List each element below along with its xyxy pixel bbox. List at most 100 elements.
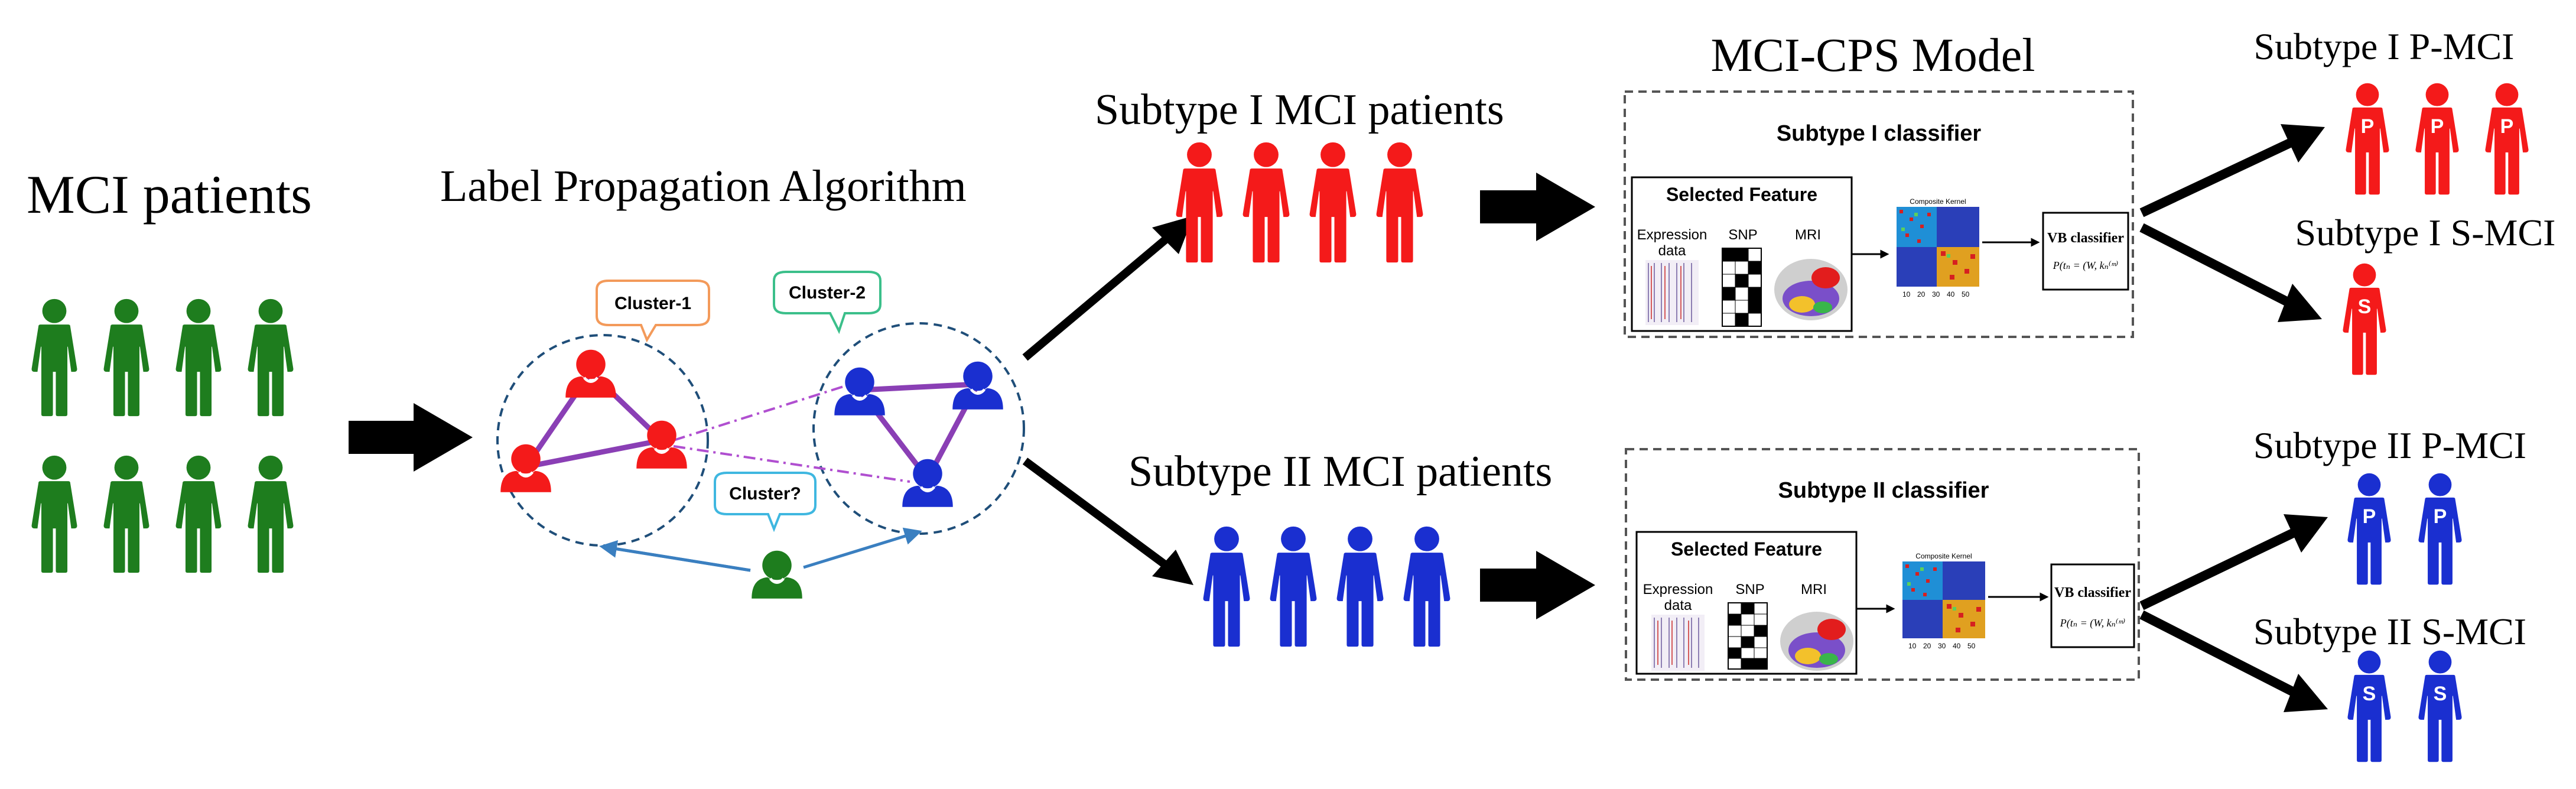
s2-smci-title: Subtype II S-MCI (2253, 611, 2526, 652)
block-arrow-to-lpa (349, 403, 473, 472)
arrow-to-s2-smci (2139, 610, 2295, 696)
svg-text:P: P (2431, 115, 2444, 138)
s1-pmci-title: Subtype I P-MCI (2254, 25, 2515, 67)
svg-text:data: data (1658, 243, 1686, 259)
model-title: MCI-CPS Model (1711, 30, 2035, 82)
svg-text:P(tₙ = (W, kₙ⁽ᵐ⁾: P(tₙ = (W, kₙ⁽ᵐ⁾ (2053, 259, 2118, 272)
patient-icon (103, 298, 149, 417)
snp-grid-image (1728, 602, 1768, 670)
arrow-to-subtype1 (1022, 230, 1176, 361)
subtype1-classifier-panel: Subtype I classifier Selected Feature Ex… (1624, 90, 2134, 338)
patient-icon (103, 455, 149, 573)
mri-brain-image (1774, 259, 1848, 320)
svg-text:MRI: MRI (1801, 582, 1827, 598)
patient-icon (2347, 650, 2391, 762)
mci-patients-title: MCI patients (27, 164, 312, 225)
subtype2-patients-title: Subtype II MCI patients (1128, 447, 1552, 496)
s2-smci-group: S S (2347, 650, 2462, 762)
green-node-icon (752, 551, 802, 599)
svg-text:VB classifier: VB classifier (2047, 230, 2124, 246)
svg-text:P: P (2500, 115, 2514, 138)
patient-icon (2418, 473, 2462, 585)
s1-pmci-group: P P P (2346, 83, 2529, 195)
svg-text:P: P (2434, 505, 2447, 528)
classifier1-title: Subtype I classifier (1777, 121, 1982, 146)
expression-data-image (1645, 260, 1699, 325)
svg-text:SNP: SNP (1728, 227, 1757, 243)
arrow-to-s1-pmci (2139, 137, 2295, 217)
mci-patient-group (31, 298, 294, 573)
svg-text:Composite Kernel: Composite Kernel (1915, 552, 1972, 560)
patient-icon (2415, 83, 2459, 195)
svg-text:Selected Feature: Selected Feature (1666, 184, 1817, 205)
patient-icon (31, 455, 77, 573)
svg-text:S: S (2358, 296, 2372, 318)
block-arrow-to-classifier1 (1480, 173, 1595, 241)
svg-text:S: S (2363, 683, 2376, 705)
classifier2-title: Subtype II classifier (1778, 478, 1989, 503)
patient-icon (1336, 526, 1384, 647)
s1-smci-title: Subtype I S-MCI (2295, 212, 2556, 254)
red-node-icon (500, 444, 551, 492)
svg-text:Selected Feature: Selected Feature (1671, 538, 1822, 560)
svg-text:Composite Kernel: Composite Kernel (1910, 197, 1966, 206)
svg-text:SNP: SNP (1735, 582, 1764, 598)
svg-text:Expression: Expression (1637, 227, 1707, 243)
patient-icon (248, 455, 294, 573)
patient-icon (2343, 263, 2386, 375)
patient-icon (2346, 83, 2389, 195)
lpa-graph: Cluster-1 Cluster-2 Cluster? (496, 271, 1025, 599)
patient-icon (248, 298, 294, 417)
patient-icon (1203, 526, 1250, 647)
svg-text:P: P (2363, 505, 2376, 528)
svg-text:data: data (1664, 598, 1692, 613)
s2-pmci-title: Subtype II P-MCI (2253, 424, 2526, 466)
cluster-1-bubble: Cluster-1 (596, 280, 710, 343)
svg-text:P: P (2361, 115, 2375, 138)
svg-text:20: 20 (1917, 290, 1926, 298)
cluster-2-circle (812, 322, 1025, 535)
patient-icon (1270, 526, 1317, 647)
cluster-2-bubble: Cluster-2 (773, 271, 882, 335)
mri-brain-image (1780, 612, 1853, 671)
cluster-2-label: Cluster-2 (789, 283, 866, 303)
subtype1-patient-group (1176, 142, 1423, 263)
s2-pmci-group: P P (2347, 473, 2462, 585)
cluster-1-label: Cluster-1 (614, 294, 691, 313)
patient-icon (1176, 142, 1223, 263)
svg-text:S: S (2434, 683, 2447, 705)
patient-icon (1309, 142, 1357, 263)
svg-text:20: 20 (1923, 642, 1931, 650)
svg-text:P(tₙ = (W, kₙ⁽ᵐ⁾: P(tₙ = (W, kₙ⁽ᵐ⁾ (2060, 617, 2125, 629)
svg-text:30: 30 (1932, 290, 1940, 298)
s1-smci-group: S (2343, 263, 2386, 375)
patient-icon (1376, 142, 1423, 263)
svg-text:MRI: MRI (1795, 227, 1821, 243)
block-arrow-to-classifier2 (1480, 551, 1595, 619)
red-node-icon (565, 350, 616, 398)
arrow-to-s1-smci (2139, 223, 2289, 306)
composite-kernel-heatmap: Composite Kernel 10 20 30 40 50 (1897, 197, 1979, 298)
svg-text:50: 50 (1962, 290, 1970, 298)
patient-icon (1243, 142, 1290, 263)
svg-text:VB classifier: VB classifier (2054, 585, 2131, 600)
patient-icon (175, 455, 222, 573)
svg-text:10: 10 (1908, 642, 1917, 650)
patient-icon (1403, 526, 1450, 647)
svg-text:40: 40 (1947, 290, 1955, 298)
subtype1-patients-title: Subtype I MCI patients (1095, 86, 1504, 134)
svg-text:50: 50 (1967, 642, 1976, 650)
cluster-unknown-bubble: Cluster? (714, 472, 817, 533)
lpa-title: Label Propagation Algorithm (440, 161, 967, 211)
expression-data-image (1651, 615, 1705, 671)
vb-classifier-box (2050, 563, 2135, 648)
patient-icon (175, 298, 222, 417)
patient-icon (2485, 83, 2529, 195)
patient-icon (2347, 473, 2391, 585)
arrow-to-subtype2 (1022, 457, 1176, 574)
svg-text:Expression: Expression (1643, 582, 1713, 598)
svg-text:10: 10 (1902, 290, 1911, 298)
vb-classifier-box (2042, 212, 2129, 291)
